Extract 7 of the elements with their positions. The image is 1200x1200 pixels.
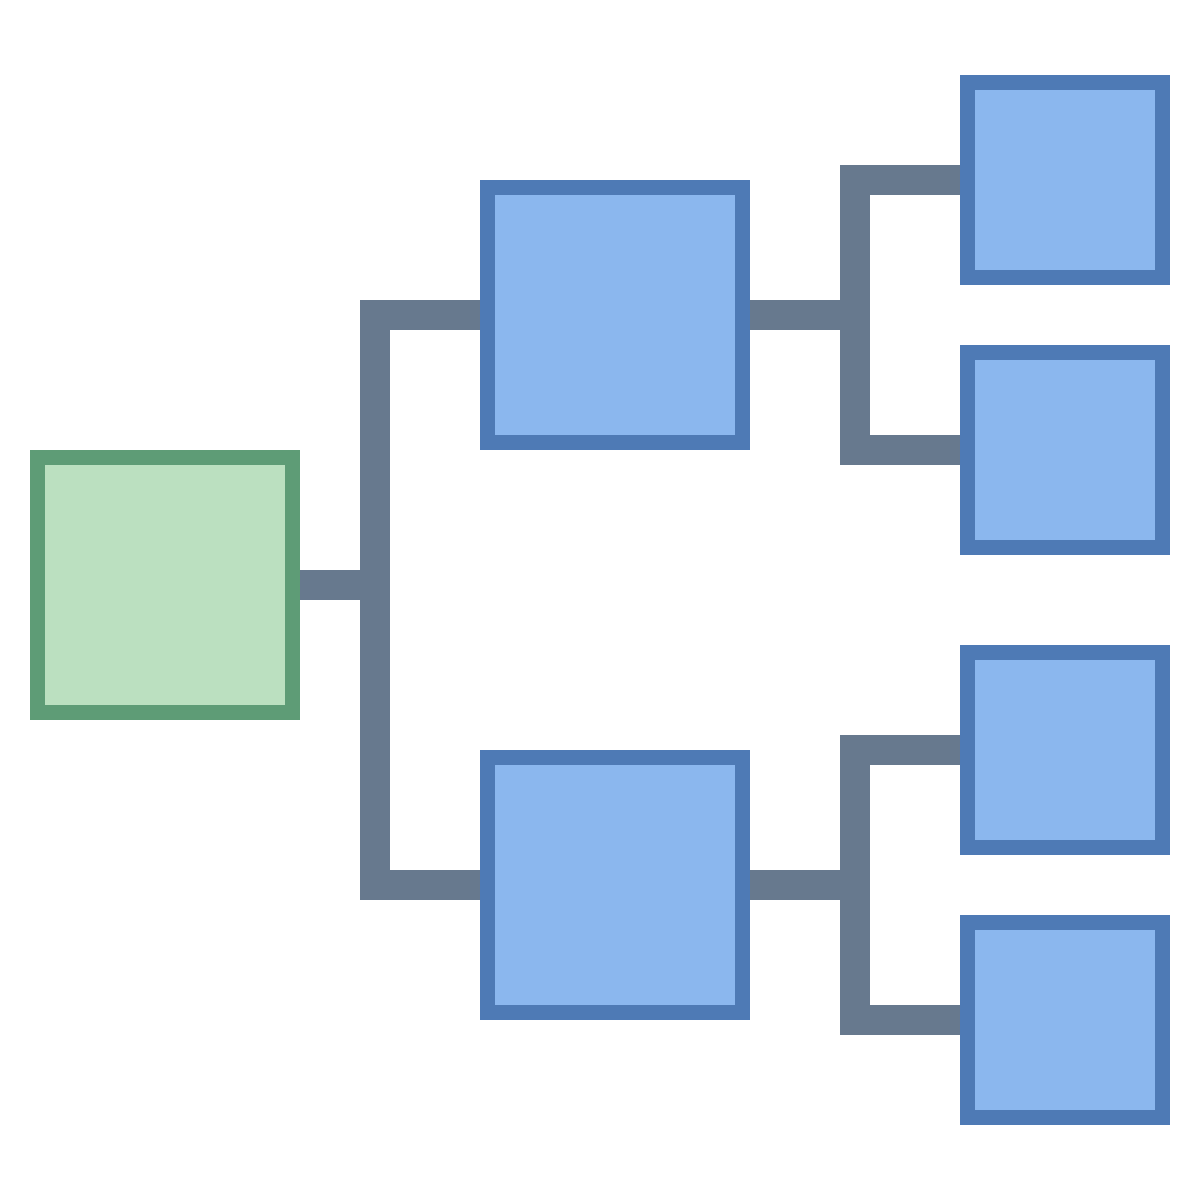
node-box: [960, 345, 1170, 555]
node-box: [30, 450, 300, 720]
node-box: [960, 915, 1170, 1125]
node-box: [960, 645, 1170, 855]
node-box: [960, 75, 1170, 285]
node-box: [480, 750, 750, 1020]
node-box: [480, 180, 750, 450]
